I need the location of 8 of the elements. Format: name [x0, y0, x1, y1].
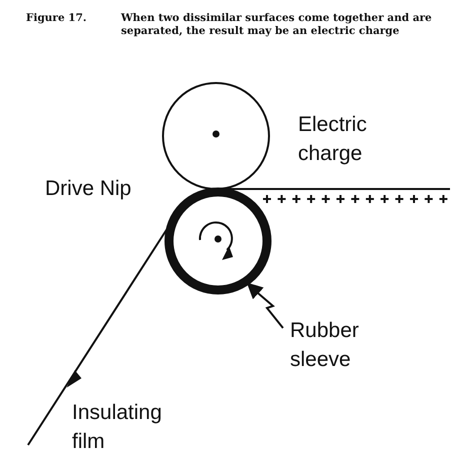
part-label: Rubber sleeve — [290, 318, 360, 373]
part-label: Drive Nip — [45, 176, 132, 202]
rubber-sleeve-ring — [164, 187, 272, 295]
part-label: Insulating film — [72, 400, 163, 455]
part-label: Electric charge — [298, 112, 368, 167]
figure-caption: When two dissimilar surfaces come together and are separated, the result may be an electric charge — [121, 12, 433, 38]
figure-number: Figure 17. — [26, 12, 87, 25]
leader-line — [246, 282, 284, 329]
